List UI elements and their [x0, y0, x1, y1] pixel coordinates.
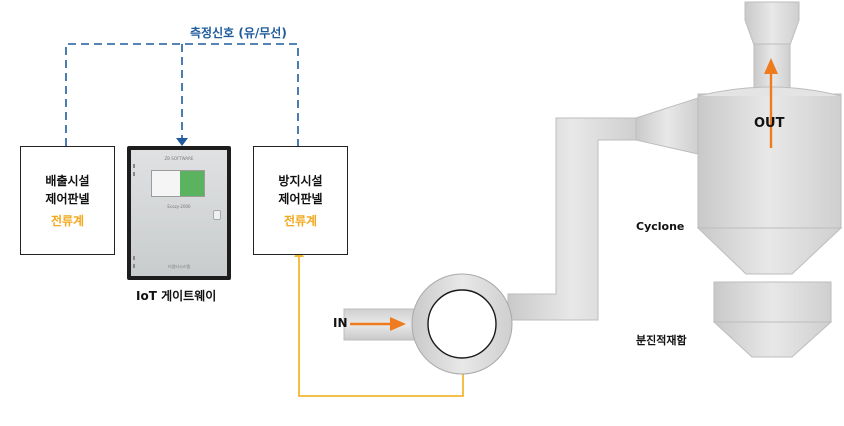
gateway-screen	[151, 170, 205, 197]
outlet-stack-top	[744, 1, 800, 46]
signal-lines	[65, 43, 299, 146]
signal-label: 측정신호 (유/무선)	[190, 26, 287, 40]
dust-hopper-base	[712, 321, 833, 358]
gateway-lock-icon	[213, 210, 221, 220]
cyclone-hood	[697, 86, 842, 97]
gateway-door: ZB SOFTWARE Ecozy-2000 티엠티시스템	[131, 150, 227, 276]
emission-panel-line2: 제어판넬	[45, 191, 90, 206]
gateway-model: Ecozy-2000	[167, 204, 191, 209]
inlet-label: IN	[333, 316, 348, 330]
emission-panel-line1: 배출시설	[45, 173, 90, 188]
inlet-right-arrow-icon	[350, 317, 406, 331]
cyclone-inlet-cone	[635, 97, 699, 155]
prevention-panel-sensor: 전류계	[283, 213, 318, 228]
fan-impeller	[427, 289, 497, 359]
gateway-hinge-icon	[133, 256, 135, 260]
gateway-label: IoT 게이트웨이	[136, 289, 217, 303]
outlet-label: OUT	[754, 116, 785, 131]
gateway-footer: 티엠티시스템	[167, 264, 191, 269]
cyclone-label: Cyclone	[636, 220, 685, 233]
gateway-hinge-icon	[133, 172, 135, 176]
iot-gateway-cabinet: ZB SOFTWARE Ecozy-2000 티엠티시스템	[127, 146, 231, 280]
prevention-control-panel: 방지시설 제어판넬 전류계	[253, 146, 348, 255]
current-sensor-line	[298, 256, 464, 397]
gateway-brand: ZB SOFTWARE	[164, 156, 194, 161]
gateway-hinge-icon	[133, 264, 135, 268]
riser-duct	[507, 117, 637, 321]
prevention-panel-line2: 제어판넬	[278, 191, 323, 206]
prevention-panel-line1: 방지시설	[278, 173, 323, 188]
signal-down-arrow-icon	[176, 138, 188, 146]
cyclone-cone	[696, 227, 843, 275]
cyclone-body	[697, 93, 842, 229]
outlet-up-arrow-icon	[764, 58, 778, 148]
gateway-hinge-icon	[133, 164, 135, 168]
emission-panel-sensor: 전류계	[50, 213, 85, 228]
dust-hopper-label: 분진적재함	[636, 334, 687, 347]
dust-hopper-top	[713, 281, 832, 323]
emission-control-panel: 배출시설 제어판넬 전류계	[20, 146, 115, 255]
